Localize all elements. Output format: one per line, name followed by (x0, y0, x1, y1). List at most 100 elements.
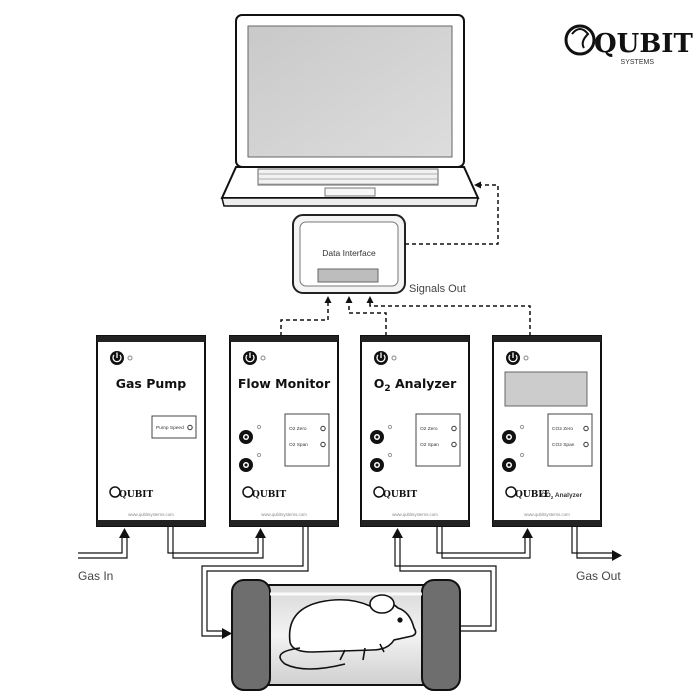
tube-chamber-to-o2 (394, 534, 497, 632)
power-icon (376, 354, 386, 363)
data-interface-box: Data Interface (292, 214, 406, 294)
svg-text:QUBIT: QUBIT (383, 490, 418, 500)
logo-swirl-icon (242, 486, 254, 498)
signal-line-to-laptop (405, 181, 499, 245)
unit-top-bar (97, 336, 205, 342)
arrow-right-icon (222, 628, 232, 639)
data-interface-port (317, 268, 379, 283)
signals-out-label: Signals Out (409, 283, 466, 295)
unit-bottom-bar (230, 520, 338, 526)
logo-swirl-icon (505, 486, 517, 498)
unit-logo: QUBIT (373, 486, 418, 500)
trim-knob[interactable] (320, 425, 326, 432)
svg-text:QUBIT: QUBIT (119, 490, 154, 500)
unit-url: www.qubitsystems.com (261, 512, 307, 517)
gas-port (239, 424, 262, 444)
panel-label: O2 Zero (420, 426, 438, 432)
power-icon (112, 354, 122, 363)
logo-tagline: SYSTEMS (621, 59, 655, 66)
trim-knob[interactable] (320, 441, 326, 448)
trim-knob[interactable] (451, 441, 457, 448)
arrow-up-icon (119, 528, 130, 538)
logo-swirl-icon (373, 486, 385, 498)
tube-flow-to-chamber (201, 527, 304, 637)
signal-line-co2-analyzer (366, 296, 531, 336)
laptop-keyboard (257, 168, 439, 186)
trim-knob[interactable] (451, 425, 457, 432)
svg-text:QUBIT: QUBIT (515, 490, 550, 500)
power-button[interactable] (374, 351, 388, 365)
panel-label: O2 Span (420, 442, 439, 448)
unit-logo: QUBIT (242, 486, 287, 500)
control-panel: Pump Speed (151, 415, 197, 439)
chamber-end-cap-left (231, 579, 271, 691)
power-button[interactable] (110, 351, 124, 365)
unit-logo: QUBIT (109, 486, 154, 500)
gas-port (370, 452, 393, 472)
gas-tubing (78, 527, 612, 637)
logo-wordmark: QUBIT (594, 29, 693, 59)
unit-title: Gas Pump (116, 376, 187, 391)
laptop-screen (247, 25, 453, 158)
gas-port (502, 452, 525, 472)
status-led (127, 355, 133, 361)
tube-pump-to-flow (167, 527, 259, 554)
power-icon (245, 354, 255, 363)
tube-gas-out (571, 527, 612, 554)
gas-port (370, 424, 393, 444)
flow-arrows (119, 528, 622, 639)
unit-url: www.qubitsystems.com (524, 512, 570, 517)
laptop-trackpad (324, 187, 376, 197)
arrow-up-icon (255, 528, 266, 538)
trim-knob[interactable] (583, 441, 589, 448)
gas-in-label: Gas In (78, 569, 113, 583)
laptop (220, 14, 480, 207)
trim-knob[interactable] (187, 424, 193, 431)
unit-bottom-bar (361, 520, 469, 526)
unit-top-bar (230, 336, 338, 342)
gas-port (502, 424, 525, 444)
arrow-right-icon (612, 550, 622, 561)
co2-display (504, 371, 588, 407)
chamber-end-cap-right (421, 579, 461, 691)
mouse-icon (279, 594, 417, 670)
unit-bottom-bar (493, 520, 601, 526)
data-interface-label: Data Interface (322, 248, 376, 258)
power-button[interactable] (506, 351, 520, 365)
status-led (260, 355, 266, 361)
unit-bottom-bar (97, 520, 205, 526)
gas-out-label: Gas Out (576, 569, 621, 583)
panel-label: CO2 Zero (552, 426, 573, 432)
control-panel: O2 Zero O2 Span (415, 413, 461, 467)
unit-bottom-label: CO2 Analyzer (541, 492, 582, 500)
trim-knob[interactable] (583, 425, 589, 432)
unit-top-bar (493, 336, 601, 342)
logo-swirl-icon (564, 24, 596, 56)
signal-line-o2-analyzer (345, 296, 387, 336)
arrow-up-icon (522, 528, 533, 538)
unit-logo: QUBIT (505, 486, 550, 500)
unit-title: Flow Monitor (238, 376, 331, 391)
status-led (523, 355, 529, 361)
status-led (391, 355, 397, 361)
animal-chamber (231, 579, 461, 691)
unit-title: O2 Analyzer (374, 376, 457, 394)
power-icon (508, 354, 518, 363)
panel-label: O2 Span (289, 442, 308, 448)
unit-top-bar (361, 336, 469, 342)
signal-line-flow-monitor (280, 296, 332, 336)
svg-text:QUBIT: QUBIT (252, 490, 287, 500)
power-button[interactable] (243, 351, 257, 365)
panel-label: CO2 Span (552, 442, 575, 448)
gas-port (239, 452, 262, 472)
unit-url: www.qubitsystems.com (128, 512, 174, 517)
